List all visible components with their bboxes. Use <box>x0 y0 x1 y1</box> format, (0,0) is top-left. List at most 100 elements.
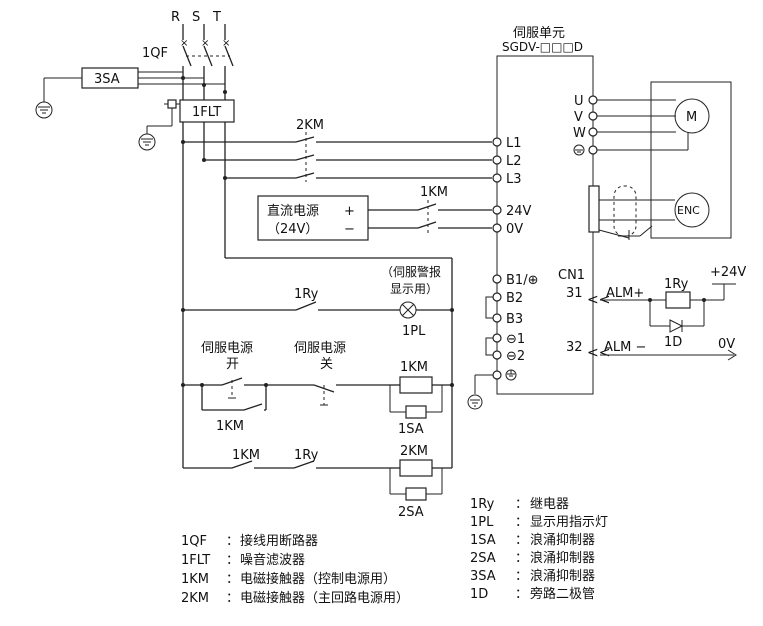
motor-label: M <box>686 110 697 125</box>
label-cn1: CN1 <box>558 268 585 283</box>
dc-plus: + <box>344 204 355 219</box>
terminal-b2: B2 <box>506 291 523 306</box>
legend-left: 1QF ： 接线用断路器 1FLT ： 噪音滤波器 1KM ： 电磁接触器（控制… <box>181 533 409 606</box>
terminal-n2: ⊖2 <box>506 349 525 364</box>
surge-absorber-3sa: 3SA <box>35 67 225 119</box>
dc-power-label: 直流电源 <box>267 204 319 219</box>
label-1pl: 1PL <box>402 324 426 339</box>
motor-block: M ENC <box>597 81 732 240</box>
alm-plus-label: ALM+ <box>606 286 644 301</box>
legend-desc: 电磁接触器（控制电源用） <box>240 571 396 587</box>
svg-text:×: × <box>201 38 209 49</box>
legend-code: 1D <box>470 587 488 602</box>
servo-on-label-1: 伺服电源 <box>201 341 253 356</box>
label-1ry-bottom: 1Ry <box>294 448 319 463</box>
svg-text:×: × <box>222 38 230 49</box>
svg-text:<<: << <box>587 345 610 361</box>
pin-32: 32 <box>566 340 583 355</box>
label-1flt: 1FLT <box>192 105 221 120</box>
legend-sep: ： <box>226 591 239 606</box>
alarm-output: ALM+ ALM − 1Ry +24V 1D 0V <box>600 265 746 361</box>
alarm-note-2: 显示用） <box>390 282 438 296</box>
legend-desc: 显示用指示灯 <box>530 515 608 530</box>
terminal-u: U <box>574 94 584 109</box>
label-2km: 2KM <box>296 118 324 133</box>
label-1sa: 1SA <box>398 422 424 437</box>
servo-title: 伺服单元 <box>513 26 565 41</box>
label-r: R <box>171 10 180 25</box>
legend-code: 1SA <box>470 533 496 548</box>
terminal-b1: B1/⊕ <box>506 273 538 288</box>
legend-right: 1Ry ： 继电器 1PL ： 显示用指示灯 1SA ： 浪涌抑制器 2SA ：… <box>470 497 608 602</box>
legend-code: 1PL <box>470 515 494 530</box>
legend-code: 2KM <box>181 591 209 606</box>
terminal-0v: 0V <box>506 222 523 237</box>
terminal-w: W <box>573 126 586 141</box>
svg-text:×: × <box>180 38 188 49</box>
servo-on-label-2: 开 <box>226 357 239 372</box>
pin-31: 31 <box>566 286 583 301</box>
legend-desc: 噪音滤波器 <box>240 552 305 568</box>
label-t: T <box>212 10 221 25</box>
legend-desc: 浪涌抑制器 <box>530 551 595 566</box>
legend-sep: ： <box>515 569 528 584</box>
label-1qf: 1QF <box>142 46 168 61</box>
legend-code: 1FLT <box>181 553 210 568</box>
label-2sa: 2SA <box>398 505 424 520</box>
label-1ry-relay: 1Ry <box>664 277 689 292</box>
legend-desc: 电磁接触器（主回路电源用） <box>240 590 409 606</box>
legend-sep: ： <box>226 572 239 587</box>
dc-volt-label: （24V） <box>267 222 318 237</box>
terminal-l3: L3 <box>506 172 522 187</box>
legend-desc: 旁路二极管 <box>530 586 595 602</box>
label-1km-top: 1KM <box>420 185 448 200</box>
alm-minus-label: ALM − <box>604 340 646 355</box>
legend-sep: ： <box>515 533 528 548</box>
label-1km-contact: 1KM <box>216 419 244 434</box>
terminal-l2: L2 <box>506 154 522 169</box>
dc-minus: − <box>344 222 355 237</box>
legend-desc: 浪涌抑制器 <box>530 569 595 584</box>
label-1ry: 1Ry <box>294 287 319 302</box>
legend-sep: ： <box>515 551 528 566</box>
legend-code: 1QF <box>181 534 207 549</box>
label-2km-coil: 2KM <box>400 444 428 459</box>
svg-text:<<: << <box>587 292 610 308</box>
label-3sa: 3SA <box>94 72 120 87</box>
terminal-n1: ⊖1 <box>506 332 525 347</box>
legend-code: 2SA <box>470 551 496 566</box>
servo-unit: 伺服单元 SGDV-□□□D L1 L2 L3 24V 0V B1/⊕ B2 B… <box>467 26 610 410</box>
terminal-l1: L1 <box>506 136 522 151</box>
legend-code: 1Ry <box>470 497 495 512</box>
label-0v: 0V <box>718 337 735 352</box>
legend-code: 1KM <box>181 572 209 587</box>
servo-model: SGDV-□□□D <box>502 40 583 54</box>
legend-desc: 浪涌抑制器 <box>530 533 595 548</box>
terminal-24v: 24V <box>506 204 532 219</box>
encoder-label: ENC <box>677 204 700 217</box>
label-1km-coil: 1KM <box>400 360 428 375</box>
alarm-note-1: （伺服警报 <box>381 264 441 279</box>
legend-desc: 继电器 <box>530 497 569 512</box>
terminal-v: V <box>574 110 583 125</box>
legend-sep: ： <box>226 534 239 549</box>
label-s: S <box>192 10 200 25</box>
legend-code: 3SA <box>470 569 496 584</box>
power-input: R S T × × × 1QF <box>142 10 234 100</box>
servo-off-label-1: 伺服电源 <box>294 341 346 356</box>
control-circuit: 1Ry 1PL （伺服警报 显示用） 伺服电源 开 伺服电源 关 1KM <box>181 257 454 520</box>
legend-sep: ： <box>515 497 528 512</box>
main-power-wiring: 2KM <box>181 118 492 468</box>
noise-filter-1flt: 1FLT <box>138 99 235 151</box>
label-1km-bottom: 1KM <box>232 448 260 463</box>
label-p24v: +24V <box>710 265 746 280</box>
legend-sep: ： <box>515 587 528 602</box>
servo-off-label-2: 关 <box>320 357 333 372</box>
legend-sep: ： <box>226 553 239 568</box>
legend-desc: 接线用断路器 <box>240 533 318 549</box>
dc-power-supply: 直流电源 （24V） + − 1KM <box>257 185 492 241</box>
label-1d: 1D <box>664 335 682 350</box>
terminal-b3: B3 <box>506 312 523 327</box>
